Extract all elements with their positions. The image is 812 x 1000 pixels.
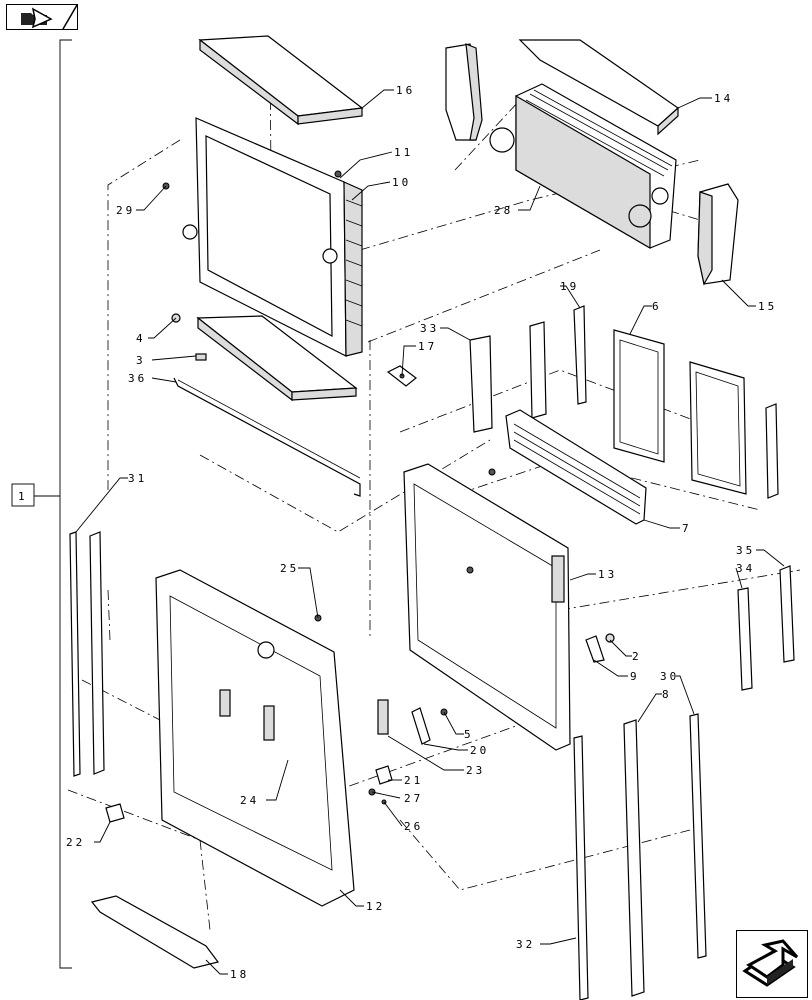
callout-2: 2	[632, 650, 642, 663]
callout-27: 27	[404, 792, 423, 805]
part-19-seal-strip	[573, 305, 587, 405]
part-6-cooler-frame	[613, 329, 747, 495]
callout-box-1	[11, 483, 35, 507]
part-seal-strip-right	[765, 403, 779, 499]
callout-12: 12	[366, 900, 385, 913]
callout-35: 35	[736, 544, 755, 557]
callout-4: 4	[136, 332, 146, 345]
callout-21: 21	[404, 774, 423, 787]
part-21-clip	[375, 765, 393, 785]
part-31-seal-strip	[69, 531, 105, 777]
next-page-button[interactable]	[736, 930, 808, 998]
callout-24: 24	[240, 794, 259, 807]
part-20-bracket	[411, 707, 431, 745]
callout-28: 28	[494, 204, 513, 217]
callout-9: 9	[630, 670, 640, 683]
callout-7: 7	[682, 522, 692, 535]
part-18-seal	[90, 895, 220, 969]
part-9-clip	[585, 635, 605, 663]
callout-1: 1	[18, 490, 28, 503]
callout-11: 11	[394, 146, 413, 159]
callout-23: 23	[466, 764, 485, 777]
part-seal-strip-round	[529, 321, 547, 419]
callout-15: 15	[758, 300, 777, 313]
callout-34: 34	[736, 562, 755, 575]
callout-8: 8	[662, 688, 672, 701]
callout-16: 16	[396, 84, 415, 97]
part-foam-seal-lower	[196, 315, 358, 402]
part-28-charge-air-cooler	[489, 83, 677, 250]
part-10-radiator	[182, 117, 363, 357]
part-33-seal-strip	[469, 335, 493, 433]
part-12-fan-shroud	[155, 569, 355, 907]
part-22-clip	[105, 803, 125, 823]
part-8-seal-strip	[623, 719, 645, 997]
callout-10: 10	[392, 176, 411, 189]
callout-33: 33	[420, 322, 439, 335]
callout-25: 25	[280, 562, 299, 575]
callout-29: 29	[116, 204, 135, 217]
part-2-nut	[605, 633, 615, 643]
callout-32: 32	[516, 938, 535, 951]
callout-17: 17	[418, 340, 437, 353]
callout-6: 6	[652, 300, 662, 313]
callout-19: 19	[560, 280, 579, 293]
leader-lines	[75, 89, 785, 975]
callout-36: 36	[128, 372, 147, 385]
callout-13: 13	[598, 568, 617, 581]
part-15-duct	[697, 183, 739, 286]
next-page-arrow-icon	[742, 939, 799, 987]
callout-22: 22	[66, 836, 85, 849]
part-32-seal-strip	[573, 735, 589, 1000]
callout-5: 5	[464, 728, 474, 741]
part-36-bracket	[173, 377, 361, 497]
part-14-foam-seal	[518, 39, 679, 136]
callout-26: 26	[404, 820, 423, 833]
nav-back-button[interactable]	[6, 4, 78, 30]
part-3-bolt	[195, 353, 207, 361]
callout-18: 18	[230, 968, 249, 981]
callout-14: 14	[714, 92, 733, 105]
group-bracket	[34, 39, 72, 969]
part-30-seal-strip	[689, 713, 707, 959]
folder-arrow-icon	[7, 4, 78, 30]
callout-labels: 1 2 3 4 5 6 7 8 9 10 11 12 13 14 15 16 1…	[18, 84, 777, 981]
part-13-shroud-frame	[403, 463, 571, 751]
callout-3: 3	[136, 354, 146, 367]
callout-30: 30	[660, 670, 679, 683]
part-34-bracket	[737, 587, 753, 691]
callout-31: 31	[128, 472, 147, 485]
part-23-spring	[377, 699, 389, 735]
callout-20: 20	[470, 744, 489, 757]
part-24-spring	[263, 705, 275, 741]
part-16-foam-seal	[198, 35, 364, 126]
part-duct-left	[445, 43, 483, 141]
part-35-seal-strip	[779, 565, 795, 663]
